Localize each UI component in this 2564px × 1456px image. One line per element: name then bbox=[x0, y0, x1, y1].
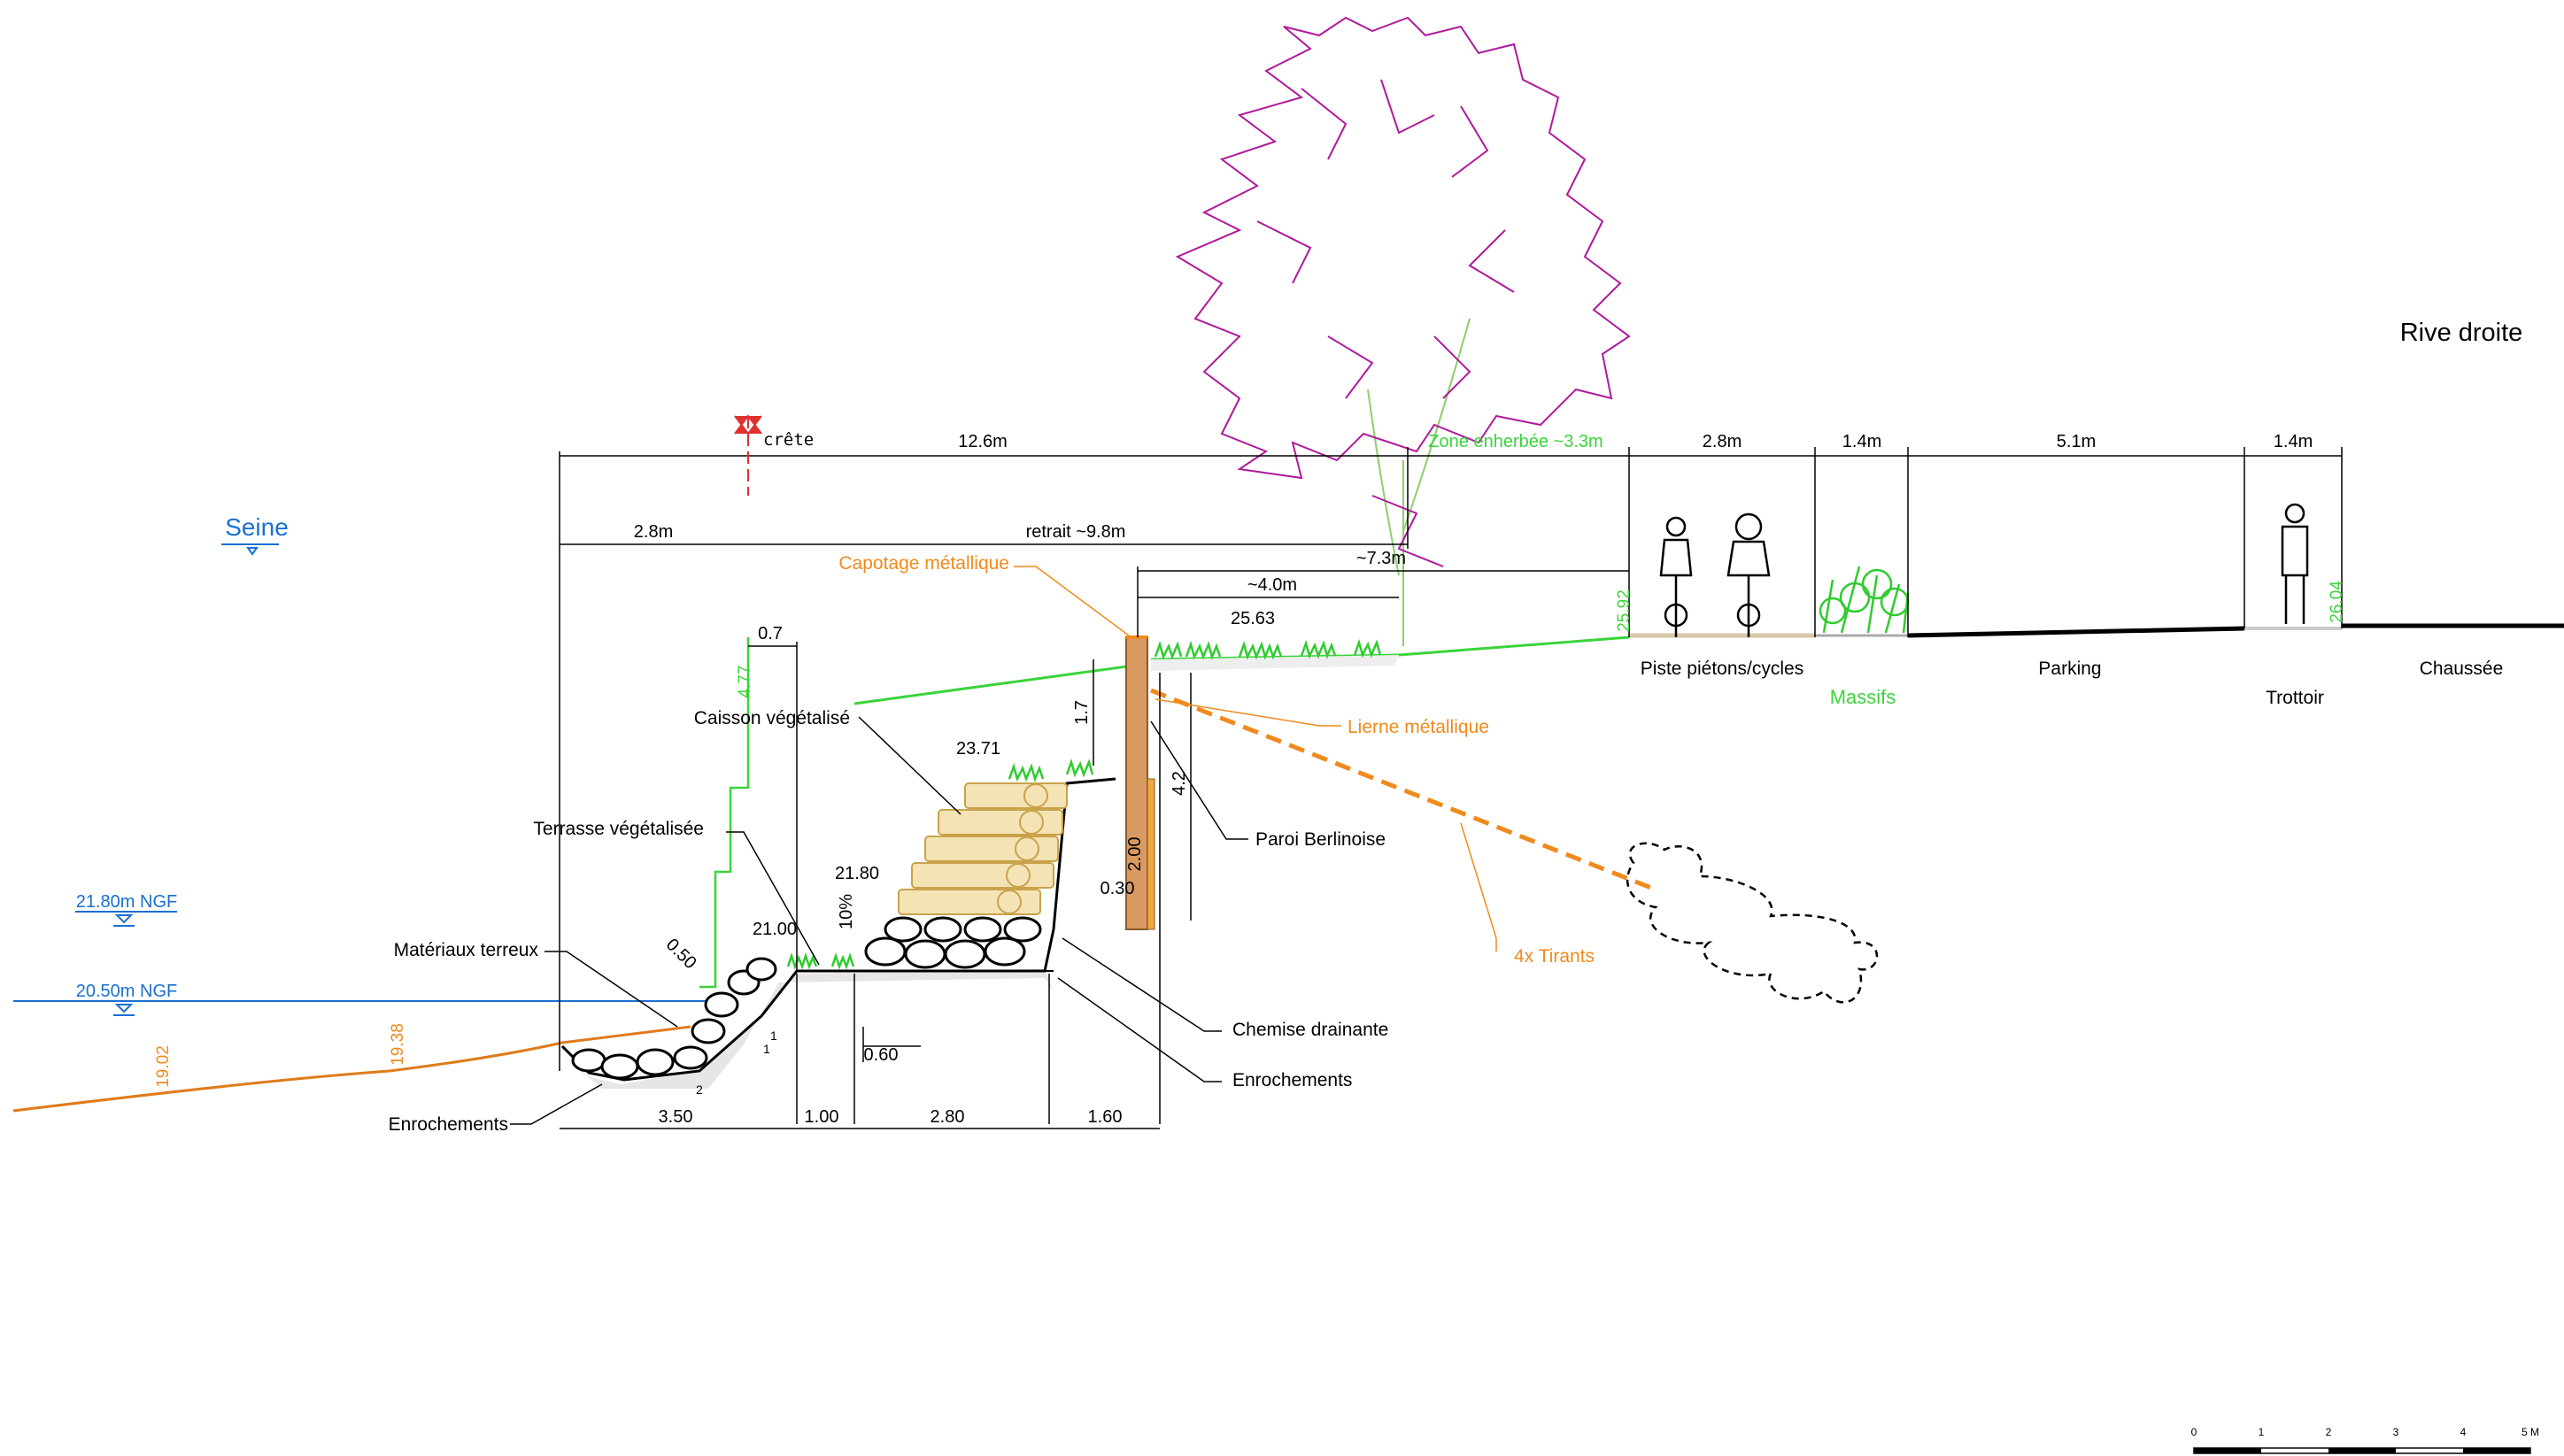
dim-1-4-a: 1.4m bbox=[1842, 432, 1881, 451]
scale-bar: 0 1 2 3 4 5 M bbox=[2191, 1426, 2539, 1454]
water-levels bbox=[13, 543, 708, 1016]
dim-0-7: 0.7 bbox=[758, 624, 783, 643]
dim-1-7: 1.7 bbox=[1072, 700, 1092, 725]
terrain bbox=[12, 623, 2564, 1113]
dim-12-6: 12.6m bbox=[958, 432, 1008, 451]
dimension-texts: 12.6m 2.8m 1.4m 5.1m 1.4m 2.8m retrait ~… bbox=[634, 432, 2313, 1127]
dim-2-8-top: 2.8m bbox=[1703, 432, 1742, 451]
enrochements-left-label: Enrochements bbox=[389, 1114, 508, 1135]
dim-2-80: 2.80 bbox=[931, 1107, 965, 1127]
scale-tick-3: 3 bbox=[2393, 1426, 2399, 1438]
labels: Seine Rive droite crête 21.80m NGF 20.50… bbox=[76, 319, 2523, 1135]
dim-2-00: 2.00 bbox=[1125, 837, 1145, 872]
parking-label: Parking bbox=[2038, 659, 2101, 679]
dimension-lines bbox=[559, 447, 2343, 1129]
dim-7-3: ~7.3m bbox=[1356, 549, 1406, 568]
trottoir-label: Trottoir bbox=[2266, 688, 2324, 708]
capotage-label: Capotage métallique bbox=[838, 553, 1009, 574]
dim-4-2: 4.2 bbox=[1170, 771, 1189, 796]
crete-marker bbox=[734, 414, 762, 496]
dim-5-1: 5.1m bbox=[2057, 432, 2096, 451]
water-low-label: 20.50m NGF bbox=[76, 982, 177, 1001]
water-high-label: 21.80m NGF bbox=[76, 892, 177, 912]
pedestrian bbox=[2281, 503, 2309, 624]
level-texts: 25.63 23.71 21.80 21.00 4.77 25.92 26.04… bbox=[154, 581, 2346, 1088]
caisson-logs bbox=[898, 782, 1068, 915]
piste-label: Piste piétons/cycles bbox=[1641, 659, 1803, 679]
level-21-80: 21.80 bbox=[835, 864, 879, 883]
scale-tick-4: 4 bbox=[2460, 1426, 2467, 1438]
level-25-63: 25.63 bbox=[1231, 609, 1275, 628]
level-26-04: 26.04 bbox=[2328, 581, 2346, 623]
level-19-02: 19.02 bbox=[154, 1045, 173, 1088]
grass-tufts bbox=[786, 638, 1382, 970]
slope-2: 2 bbox=[696, 1082, 703, 1097]
dim-0-60: 0.60 bbox=[864, 1045, 899, 1065]
slope-1a: 1 bbox=[770, 1028, 777, 1043]
seine-label: Seine bbox=[225, 513, 289, 541]
dim-0-50: 0.50 bbox=[662, 935, 700, 973]
dim-2-8-left: 2.8m bbox=[634, 522, 673, 542]
crete-label: crête bbox=[763, 430, 814, 450]
dim-1-4-b: 1.4m bbox=[2274, 432, 2313, 451]
dim-3-50: 3.50 bbox=[659, 1107, 693, 1127]
massifs-label: Massifs bbox=[1830, 686, 1896, 708]
zone-enherbee-label: Zone enherbée ~3.3m bbox=[1428, 432, 1602, 451]
level-25-92: 25.92 bbox=[1615, 589, 1633, 632]
level-19-38: 19.38 bbox=[389, 1023, 407, 1066]
rock-fill-left bbox=[571, 957, 777, 1080]
chaussee-label: Chaussée bbox=[2420, 659, 2504, 679]
dim-10pct: 10% bbox=[837, 894, 856, 929]
dim-retrait: retrait ~9.8m bbox=[1026, 522, 1126, 542]
tree bbox=[1175, 16, 1631, 646]
paroi-label: Paroi Berlinoise bbox=[1255, 829, 1386, 850]
scale-tick-5: 5 M bbox=[2522, 1426, 2539, 1438]
level-23-71: 23.71 bbox=[956, 739, 1000, 759]
rock-fill-right bbox=[864, 916, 1042, 969]
enrochements-right-label: Enrochements bbox=[1232, 1070, 1352, 1090]
massifs-shrubs bbox=[1819, 566, 1910, 634]
materiaux-label: Matériaux terreux bbox=[394, 940, 539, 960]
leader-lines bbox=[510, 566, 1497, 1125]
scale-tick-0: 0 bbox=[2191, 1426, 2197, 1438]
level-4-77: 4.77 bbox=[736, 666, 754, 698]
slope-1b: 1 bbox=[763, 1042, 770, 1056]
level-21-00: 21.00 bbox=[753, 920, 797, 939]
terrasse-label: Terrasse végétalisée bbox=[533, 819, 704, 839]
dim-0-30: 0.30 bbox=[1101, 879, 1135, 898]
berlin-wall bbox=[1125, 636, 1155, 930]
caisson-label: Caisson végétalisé bbox=[694, 708, 850, 728]
chemise-label: Chemise drainante bbox=[1232, 1020, 1388, 1040]
cyclists bbox=[1659, 512, 1771, 637]
lierne-label: Lierne métallique bbox=[1348, 717, 1489, 737]
dim-4-0: ~4.0m bbox=[1247, 575, 1297, 595]
tirants-label: 4x Tirants bbox=[1514, 946, 1595, 967]
scale-tick-1: 1 bbox=[2259, 1426, 2265, 1438]
dim-1-00: 1.00 bbox=[805, 1107, 839, 1127]
rive-droite-label: Rive droite bbox=[2400, 319, 2523, 347]
scale-tick-2: 2 bbox=[2326, 1426, 2332, 1438]
dim-1-60: 1.60 bbox=[1088, 1107, 1123, 1127]
tie-back bbox=[1150, 688, 1879, 1004]
